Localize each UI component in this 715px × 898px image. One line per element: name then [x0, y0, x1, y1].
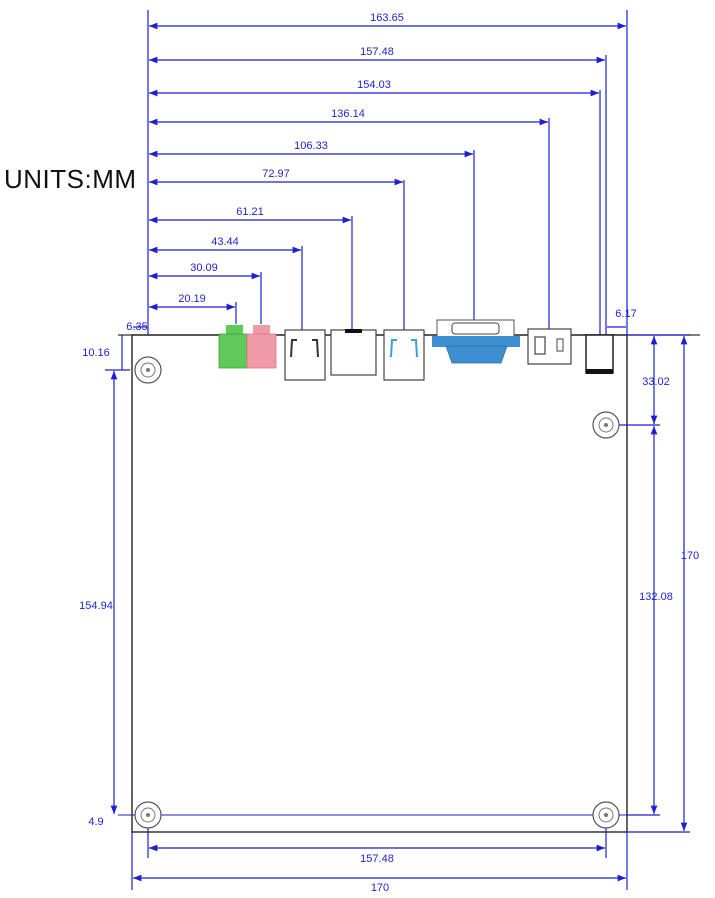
dim-label-33-02: 33.02	[642, 376, 670, 388]
dim-label-20: 20.19	[178, 293, 206, 305]
dim-label-106: 106.33	[294, 140, 328, 152]
dim-label-43: 43.44	[211, 236, 239, 248]
dim-label-10-16: 10.16	[82, 347, 110, 359]
mounting-hole-bottom-left	[134, 801, 162, 829]
mounting-hole-right	[592, 411, 620, 439]
dim-label-6-35: 6.35	[126, 321, 147, 333]
dim-label-170-right: 170	[681, 550, 699, 562]
ethernet-port-icon	[330, 329, 377, 376]
audio-jack-pink-icon	[246, 325, 277, 369]
dim-label-154-94: 154.94	[79, 600, 113, 612]
vga-port-icon	[432, 319, 520, 364]
dim-label-bottom-170: 170	[371, 882, 389, 894]
dim-label-6-17: 6.17	[615, 308, 636, 320]
dim-label-132-08: 132.08	[639, 591, 673, 603]
reference-lines	[105, 10, 690, 890]
dim-label-72: 72.97	[262, 168, 290, 180]
units-label: UNITS:MM	[4, 164, 137, 194]
dim-label-4-9: 4.9	[88, 816, 103, 828]
usb3-port-icon	[383, 329, 425, 381]
usb-port-icon	[284, 329, 326, 381]
dc-jack-icon	[585, 334, 614, 374]
audio-jack-green-icon	[218, 325, 248, 369]
mounting-hole-bottom-right	[592, 801, 620, 829]
dim-label-157: 157.48	[360, 46, 394, 58]
dim-label-163: 163.65	[370, 12, 404, 24]
dim-label-bottom-157: 157.48	[360, 853, 394, 865]
vertical-dimension-lines	[110, 335, 688, 831]
dim-label-30: 30.09	[190, 262, 218, 274]
mounting-hole-top-left	[134, 356, 162, 384]
horizontal-dimension-lines	[133, 22, 626, 882]
board-outline	[131, 334, 628, 833]
dim-label-154: 154.03	[357, 79, 391, 91]
power-connector-icon	[527, 328, 572, 365]
dim-label-136: 136.14	[331, 108, 365, 120]
dim-label-61: 61.21	[236, 206, 264, 218]
